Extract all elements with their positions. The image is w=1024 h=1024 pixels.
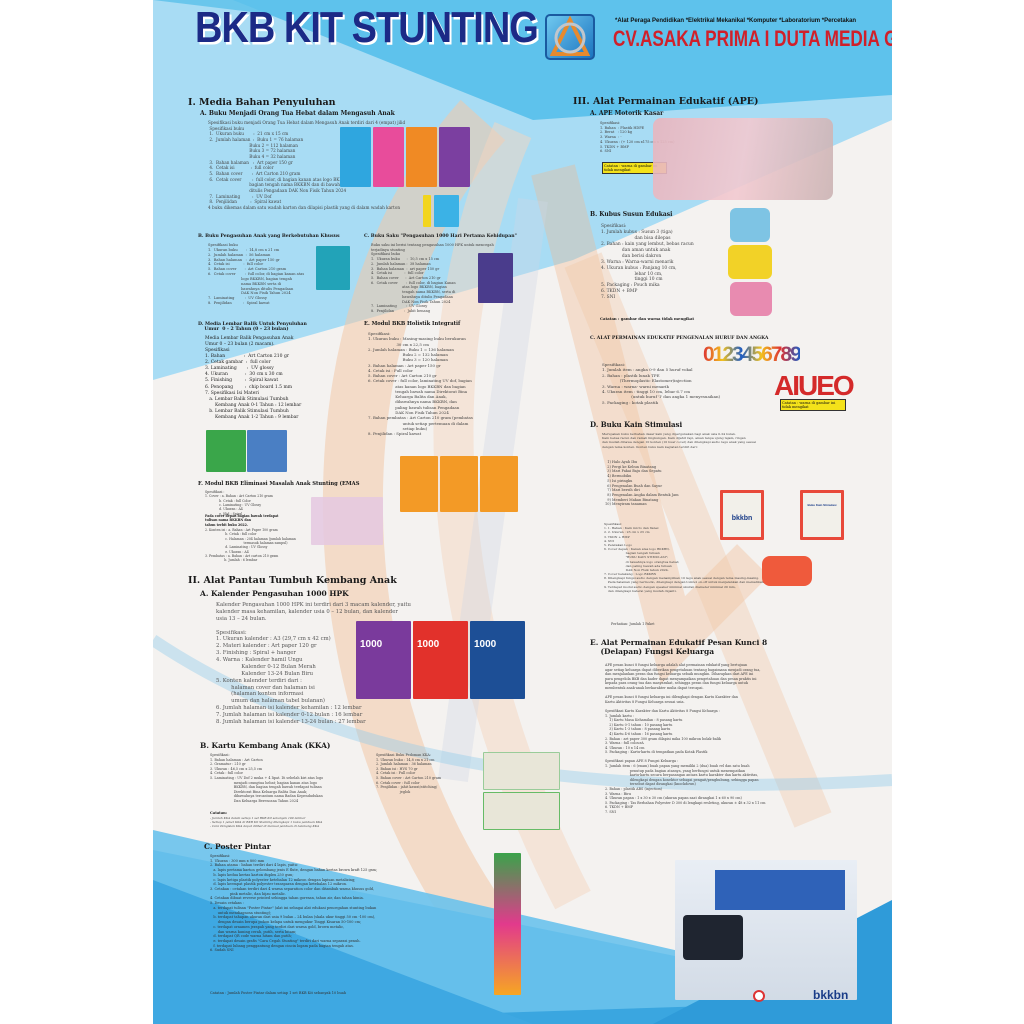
- s1-f-body2: 2. Konten isi : a. Bahan : Art Paper 100…: [205, 528, 296, 563]
- cube-pink: [730, 282, 772, 316]
- poster: BKB KIT STUNTING *Alat Peraga Pendidikan…: [153, 0, 892, 1024]
- poster-title: BKB KIT STUNTING: [195, 4, 539, 53]
- s3-c-body: Spesifikasi: 1. Jumlah item : angka 0-9 …: [602, 362, 721, 405]
- s2-b-body: Spesifikasi: 1. Bahan halaman : Art Cart…: [210, 753, 324, 803]
- s2-b-notes: - Jumlah KKA dalam setiap 1 set BKB Kit …: [210, 816, 323, 829]
- kka-card-image-2: [483, 792, 560, 830]
- flipchart-image-1: [206, 430, 246, 472]
- s3-d-body: Spesifikasi: 1. 1. Bahan : Kain micro da…: [604, 522, 774, 593]
- flipchart-image-2: [247, 430, 287, 472]
- s1-f-note: Pada cover depan bagian bawah terdapat t…: [205, 514, 279, 527]
- s3-d-list: 1) Halo Ayah Ibu 2) Pergi ke Kebun Binat…: [605, 460, 679, 507]
- module-cover-3: [480, 456, 518, 512]
- s1-f-body: Spesifikasi : 1. Cover : a. Bahan : Art …: [205, 490, 273, 516]
- emas-module-image: [311, 497, 383, 545]
- number-toys: 0123456789: [703, 343, 802, 366]
- book-cover-3: [406, 127, 437, 187]
- s1-a-heading: A. Buku Menjadi Orang Tua Hebat dalam Me…: [200, 110, 395, 117]
- calendar-pregnancy: 1000: [356, 621, 411, 699]
- s3-d-heading: D. Buku Kain Stimulasi: [590, 420, 683, 429]
- blue-board: [715, 870, 845, 910]
- s3-d-intro: Merupakan buku berbahan dasar kain yang …: [602, 432, 756, 449]
- pocket-book-image: [478, 253, 513, 303]
- s1-c-body: Buku saku ini berisi tentang pengasuhan …: [371, 243, 494, 314]
- s1-b-heading: B. Buku Pengasuhan Anak yang Berkebutuha…: [198, 234, 340, 239]
- smart-poster-image: [494, 853, 521, 995]
- s3-e-heading: E. Alat Permainan Edukatif Pesan Kunci 8…: [590, 638, 768, 656]
- ape-8-function-photo: [675, 860, 857, 1000]
- cube-yellow: [728, 245, 772, 279]
- calendar-0-12: 1000: [413, 621, 468, 699]
- book-cover-4: [439, 127, 470, 187]
- s2-b-note-title: Catatan:: [210, 811, 228, 815]
- book-cover-1: [340, 127, 371, 187]
- company-logo: [545, 14, 595, 60]
- module-cover-2: [440, 456, 478, 512]
- s1-f-heading: F. Modul BKB Eliminasi Masalah Anak Stun…: [198, 481, 360, 487]
- s3-c-note: Catatan : warna di gambar ini tidak meng…: [780, 399, 846, 411]
- section-2-heading: II. Alat Pantau Tumbuh Kembang Anak: [188, 575, 397, 586]
- cloth-book-pouch: [762, 556, 812, 586]
- s2-a-heading: A. Kalender Pengasuhan 1000 HPK: [200, 589, 349, 598]
- bkkbn-bag-logo: bkkbn: [731, 515, 753, 522]
- s3-b-heading: B. Kubus Susun Edukasi: [590, 211, 673, 218]
- s2-b-heading: B. Kartu Kembang Anak (KKA): [200, 741, 331, 750]
- s1-a-body: Spesifikasi buku menjadi Orang Tua Hebat…: [208, 120, 406, 211]
- bookmark-image: [423, 195, 431, 227]
- company-tagline: *Alat Peraga Pendidikan *Elektrikal Meka…: [615, 18, 857, 24]
- bag-image: [683, 915, 743, 960]
- calendar-label: 1000: [360, 639, 383, 650]
- s1-d-heading: D. Media Lembar Balik Untuk Penyuluhan U…: [198, 322, 307, 332]
- playground-slide-image: [653, 118, 833, 200]
- bkkbn-logo: bkkbn: [813, 988, 849, 1002]
- calendar-13-24: 1000: [470, 621, 525, 699]
- s2-c-body: Spesifikasi: 1. Ukuran : 300 mm x 800 mm…: [210, 854, 378, 953]
- company-name: CV.ASAKA PRIMA I DUTA MEDIA GROUP: [613, 26, 892, 51]
- section-1-heading: I. Media Bahan Penyuluhan: [188, 97, 336, 108]
- s3-a-heading: A. APE Motorik Kasar: [590, 110, 664, 117]
- calendar-label: 1000: [474, 639, 497, 650]
- special-needs-book-image: [316, 246, 350, 290]
- s3-b-body: Spesifikasi: 1. Jumlah kubus : Susun 3 (…: [601, 224, 694, 301]
- s3-b-note: Catatan : gambar dan warna tidak mengika…: [600, 316, 695, 321]
- vowel-toys: AIUEO: [774, 370, 855, 401]
- book-box-image: [434, 195, 459, 227]
- cube-blue: [730, 208, 770, 242]
- s2-a-body: Kalender Pengasuhan 1000 HPK ini terdiri…: [216, 602, 411, 725]
- cloth-book-bag-front: bkkbn: [720, 490, 764, 540]
- s1-b-body: Spesifikasi buku 1. Ukuran buku : 14,8 c…: [208, 243, 305, 306]
- s3-e-body: APE pesan kunci 8 fungsi keluarga adalah…: [605, 663, 766, 814]
- kka-card-image-1: [483, 752, 560, 790]
- emblem-logo: [753, 990, 765, 1002]
- cloth-book-bag-back: Buku Kain Stimulasi: [800, 490, 844, 540]
- s1-e-body: Spesifikasi: 1. Ukuran buku : Masing-mas…: [368, 331, 473, 437]
- calendar-label: 1000: [417, 639, 440, 650]
- s1-e-heading: E. Modul BKB Holistik Integratif: [364, 321, 461, 327]
- s2-c-note: Catatan : Jumlah Poster Pintar dalam set…: [210, 991, 347, 995]
- s3-d-note: Perhatian: Jumlah 1 Paket: [611, 622, 655, 626]
- module-cover-1: [400, 456, 438, 512]
- s2-c-heading: C. Poster Pintar: [204, 842, 271, 851]
- s3-a-note: Catatan : warna di gambar ini tidak meng…: [602, 162, 667, 174]
- section-3-heading: III. Alat Permainan Edukatif (APE): [573, 96, 759, 107]
- s2-b-body2: Spesifikasi Buku Pedoman KKA: 1. Ukuran …: [376, 753, 442, 794]
- s1-d-body: Media Lembar Balik Pengasuhan Anak Umur …: [205, 336, 302, 420]
- s1-c-heading: C. Buku Saku "Pengasuhan 1000 Hari Perta…: [364, 234, 517, 239]
- bag-title: Buku Kain Stimulasi: [807, 503, 837, 507]
- book-cover-2: [373, 127, 404, 187]
- s3-c-heading: C. ALAT PERMAINAN EDUKATIF PENGENALAN HU…: [590, 336, 769, 341]
